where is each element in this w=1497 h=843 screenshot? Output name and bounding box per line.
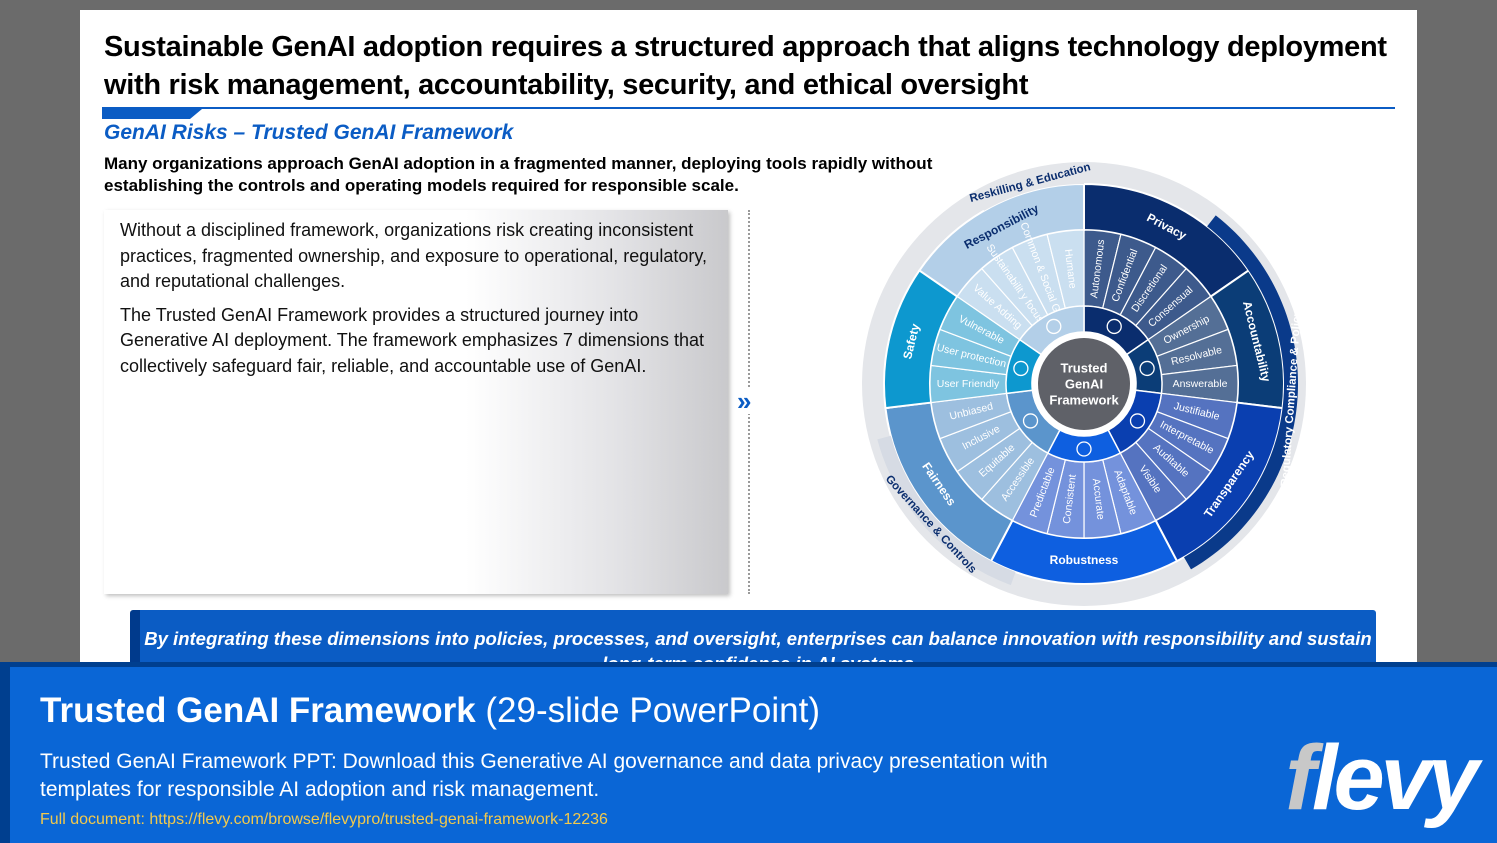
footer-title-bold: Trusted GenAI Framework [40, 691, 476, 730]
flevy-logo: flevy [1285, 732, 1479, 824]
outer-band-segment [877, 435, 1016, 586]
footer-title: Trusted GenAI Framework (29-slide PowerP… [40, 691, 820, 731]
title-divider [102, 107, 1395, 109]
attribute-label: Consistent [1061, 474, 1079, 525]
dimension-icon [1022, 413, 1039, 429]
center-label: GenAI [1065, 376, 1103, 391]
lead-text: Many organizations approach GenAI adopti… [104, 154, 933, 195]
attribute-label: Accurate [1090, 478, 1107, 521]
dimension-icon [1139, 360, 1155, 377]
outer-band-segment [977, 170, 1084, 211]
dimension-icon [1013, 360, 1029, 377]
center-label: Trusted [1061, 360, 1108, 375]
dimension-icon [1046, 318, 1062, 335]
footer-description: Trusted GenAI Framework PPT: Download th… [40, 750, 1048, 801]
dimension-icon [1129, 413, 1146, 429]
body-paragraph-1: Without a disciplined framework, organiz… [120, 220, 708, 291]
attribute-label: Humane [1062, 248, 1079, 289]
section-subtitle: GenAI Risks – Trusted GenAI Framework [104, 121, 514, 144]
footer: Trusted GenAI Framework (29-slide PowerP… [0, 662, 1497, 843]
footer-document-link[interactable]: Full document: https://flevy.com/browse/… [40, 811, 608, 828]
center-circle [1038, 338, 1130, 430]
dimension-icon [1106, 318, 1122, 335]
attribute-label: Answerable [1173, 378, 1228, 390]
slide: Sustainable GenAI adoption requires a st… [80, 10, 1417, 670]
footer-title-rest: (29-slide PowerPoint) [475, 691, 820, 730]
dimension-icon [1076, 441, 1092, 457]
body-paragraph-2: The Trusted GenAI Framework provides a s… [120, 304, 704, 376]
slide-title: Sustainable GenAI adoption requires a st… [104, 31, 1387, 101]
flevy-logo-rest: levy [1311, 727, 1479, 829]
center-label: Framework [1049, 392, 1119, 407]
dimension-label: Robustness [1050, 553, 1119, 567]
attribute-label: User Friendly [937, 378, 1000, 390]
outer-band-segment [1184, 215, 1298, 570]
body-text-box: Without a disciplined framework, organiz… [104, 210, 728, 594]
chevron-right-icon: » [737, 386, 752, 416]
footer-panel: Trusted GenAI Framework (29-slide PowerP… [10, 667, 1497, 843]
title-divider-tab [102, 109, 202, 119]
flevy-logo-f: f [1285, 727, 1316, 829]
conclusion-banner: By integrating these dimensions into pol… [130, 610, 1376, 670]
